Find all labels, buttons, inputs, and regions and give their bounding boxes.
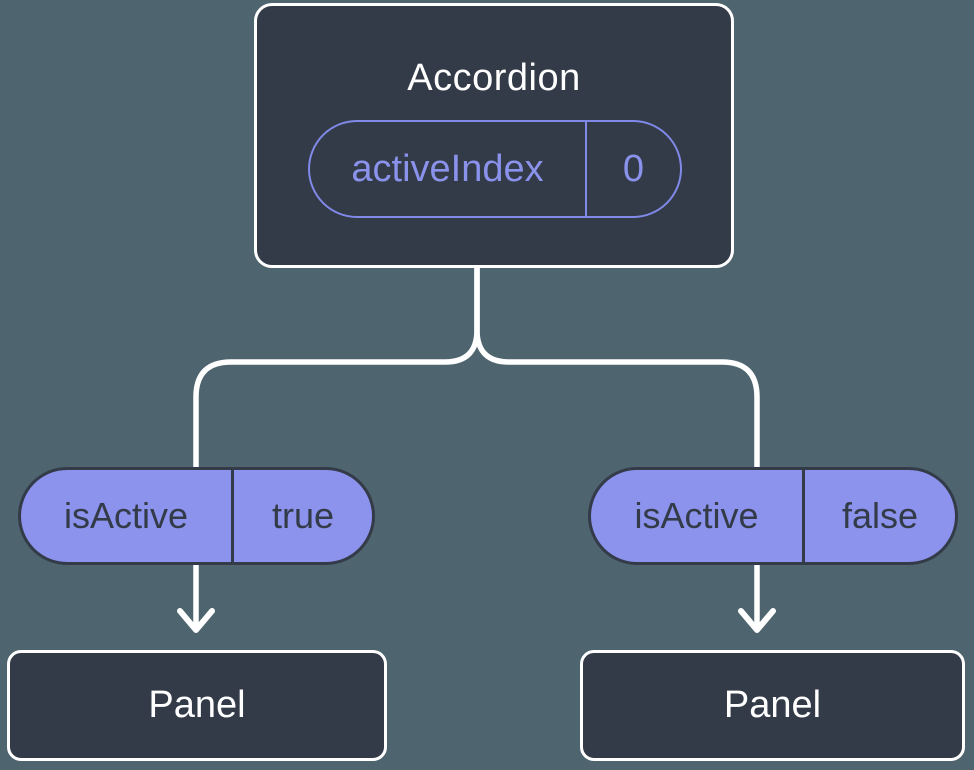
- accordion-node: Accordion activeIndex 0: [254, 3, 734, 268]
- state-pill-divider: [585, 122, 587, 216]
- state-pill: activeIndex 0: [308, 120, 682, 218]
- root-to-right-connector: [474, 265, 760, 470]
- panel-node-label: Panel: [723, 684, 822, 726]
- state-value-label: 0: [622, 147, 645, 190]
- prop-pill-isactive-true: isActive true: [18, 467, 375, 565]
- prop-name-label: isActive: [634, 495, 759, 536]
- accordion-node-label: Accordion: [407, 57, 581, 99]
- panel-node-left: Panel: [7, 650, 387, 761]
- prop-value-label: true: [271, 495, 335, 536]
- prop-pill-divider: [231, 470, 234, 562]
- prop-value-label: false: [841, 495, 919, 536]
- panel-node-right: Panel: [580, 650, 965, 761]
- prop-pill-divider: [802, 470, 805, 562]
- prop-pill-isactive-false: isActive false: [588, 467, 958, 565]
- left-arrowhead-icon: [177, 608, 215, 633]
- prop-name-label: isActive: [63, 495, 189, 536]
- right-arrowhead-icon: [738, 608, 776, 633]
- state-name-label: activeIndex: [351, 147, 544, 190]
- root-to-left-connector: [193, 265, 480, 470]
- panel-node-label: Panel: [148, 684, 246, 726]
